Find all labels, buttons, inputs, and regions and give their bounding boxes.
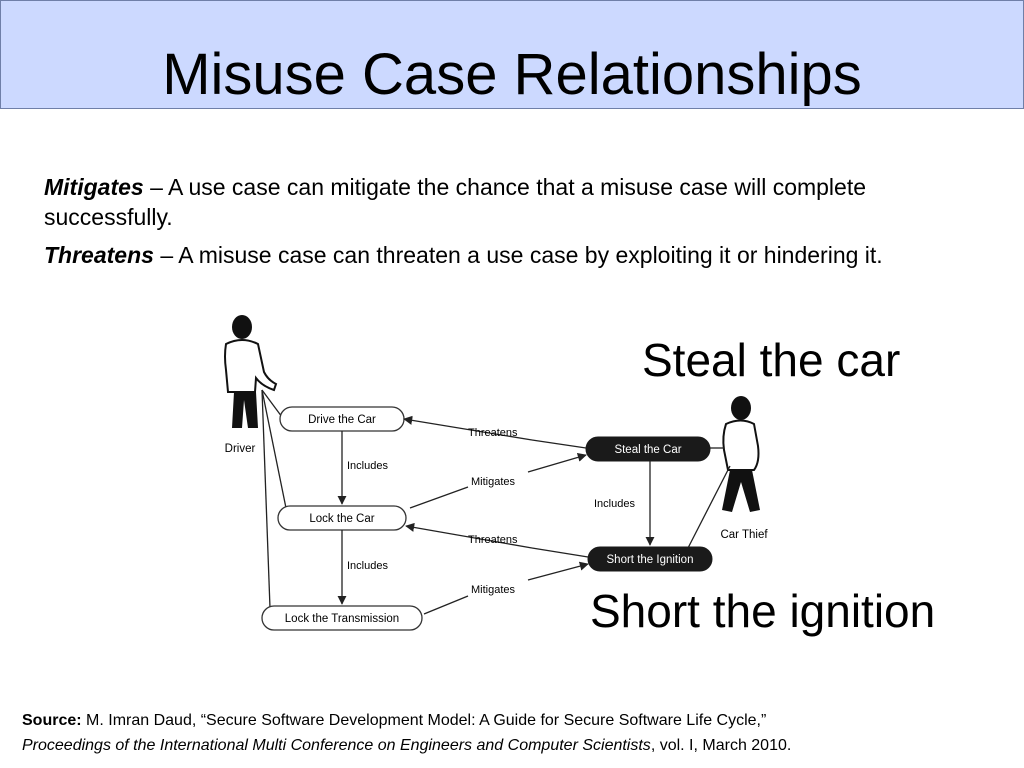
definition-threatens: Threatens – A misuse case can threaten a… bbox=[44, 240, 984, 270]
driver-lock-association bbox=[261, 389, 287, 509]
term-mitigates: Mitigates bbox=[44, 174, 144, 200]
mitigates-edge-transmission-short bbox=[527, 561, 589, 581]
misuse-case-short-label: Short the Ignition bbox=[607, 554, 694, 566]
misuse-case-steal: Steal the Car bbox=[585, 436, 711, 462]
use-case-transmission-label: Lock the Transmission bbox=[285, 613, 399, 625]
mitigates-edge-lock-steal-tail bbox=[409, 486, 469, 509]
car-thief-icon bbox=[722, 396, 760, 512]
driver-icon bbox=[224, 315, 278, 428]
car-thief-label: Car Thief bbox=[720, 529, 768, 541]
source-text: M. Imran Daud, “Secure Software Developm… bbox=[81, 712, 767, 729]
mitigates-label-2: Mitigates bbox=[471, 584, 516, 596]
use-case-drive: Drive the Car bbox=[279, 406, 405, 432]
term-threatens: Threatens bbox=[44, 242, 154, 268]
title-bar bbox=[0, 0, 1024, 109]
source-label: Source: bbox=[22, 712, 82, 729]
use-case-transmission: Lock the Transmission bbox=[261, 605, 423, 631]
mitigates-edge-transmission-short-tail bbox=[423, 595, 469, 615]
slide-title: Misuse Case Relationships bbox=[162, 42, 862, 107]
mitigates-edge-lock-steal bbox=[527, 452, 587, 473]
use-case-lock: Lock the Car bbox=[277, 505, 407, 531]
misuse-case-steal-label: Steal the Car bbox=[614, 444, 681, 456]
definition-threatens-text: – A misuse case can threaten a use case … bbox=[153, 242, 883, 268]
includes-label-2: Includes bbox=[347, 560, 388, 572]
definition-mitigates-text: – A use case can mitigate the chance tha… bbox=[44, 174, 867, 230]
threatens-edge-steal-drive bbox=[403, 415, 533, 441]
thief-short-association bbox=[687, 465, 731, 549]
driver-label: Driver bbox=[225, 443, 256, 455]
callout-short-the-ignition: Short the ignition bbox=[590, 585, 936, 637]
source-citation: Source: M. Imran Daud, “Secure Software … bbox=[22, 708, 1002, 758]
threatens-label-2: Threatens bbox=[468, 534, 518, 546]
callout-steal-the-car: Steal the car bbox=[642, 334, 901, 386]
source-tail: , vol. I, March 2010. bbox=[650, 737, 792, 754]
use-case-drive-label: Drive the Car bbox=[308, 414, 376, 426]
threatens-label-1: Threatens bbox=[468, 427, 518, 439]
misuse-case-short: Short the Ignition bbox=[587, 546, 713, 572]
threatens-edge-short-lock bbox=[405, 522, 533, 549]
includes-label-3: Includes bbox=[594, 498, 635, 510]
source-journal: Proceedings of the International Multi C… bbox=[22, 737, 651, 754]
definitions: Mitigates – A use case can mitigate the … bbox=[44, 172, 984, 278]
driver-drive-association bbox=[261, 389, 283, 418]
driver-transmission-association bbox=[261, 389, 271, 609]
includes-label-1: Includes bbox=[347, 460, 388, 472]
use-case-lock-label: Lock the Car bbox=[309, 513, 374, 525]
threatens-edge-steal-drive-tail bbox=[531, 439, 587, 449]
threatens-edge-short-lock-tail bbox=[531, 547, 589, 558]
mitigates-label-1: Mitigates bbox=[471, 476, 516, 488]
definition-mitigates: Mitigates – A use case can mitigate the … bbox=[44, 172, 984, 232]
